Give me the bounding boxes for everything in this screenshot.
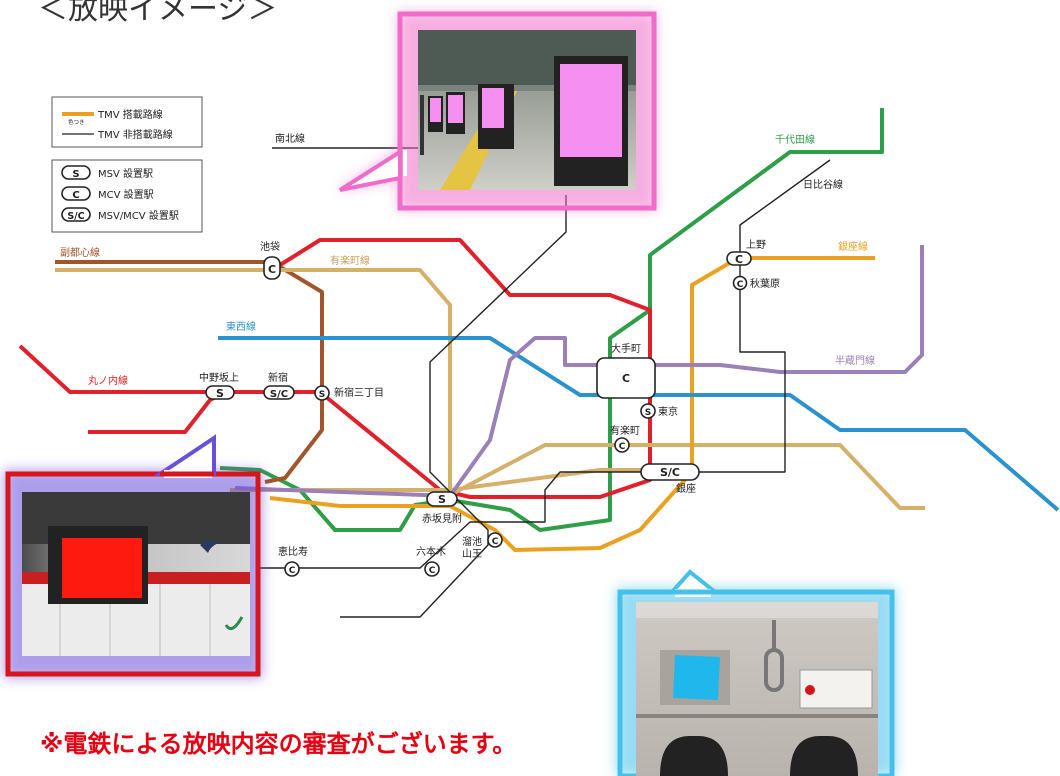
hibiya-line: [258, 159, 831, 569]
label-tameike-sanno-1: 溜池: [462, 535, 482, 548]
station-tameike-sanno-badge[interactable]: [487, 532, 503, 548]
label-tameike-sanno-2: 山王: [462, 548, 482, 560]
marunouchi-line-branch: [88, 390, 226, 434]
label-ikebukuro: 池袋: [260, 240, 280, 253]
label-chiyoda-line: 千代田線: [775, 133, 815, 146]
station-otemachi-badge[interactable]: [596, 357, 656, 399]
station-roppongi-mark: C: [429, 566, 436, 576]
station-ebisu-mark: C: [289, 566, 296, 576]
chiyoda-line: [219, 108, 884, 532]
station-nakanosakaue-badge[interactable]: [205, 385, 235, 400]
station-shinjuku-badge[interactable]: [263, 385, 295, 400]
station-tameike-sanno-mark: C: [492, 537, 499, 547]
blue-callout: [616, 569, 896, 776]
pink-callout: [335, 11, 657, 211]
station-tokyo-mark: S: [645, 408, 651, 418]
legend-lines-box: [51, 96, 203, 148]
label-ginza-line: 銀座線: [838, 240, 868, 253]
label-hibiya-line: 日比谷線: [803, 178, 843, 191]
station-otemachi-mark: C: [622, 372, 630, 385]
label-nakanosakaue: 中野坂上: [199, 371, 239, 384]
legend-s-mark: S: [72, 169, 79, 180]
legend-non-tmv-line: TMV 非搭載路線: [97, 128, 173, 141]
station-tokyo-badge[interactable]: [640, 403, 656, 419]
label-ginza: 銀座: [676, 482, 696, 495]
review-notice: ※電鉄による放映内容の審査がございます。: [40, 730, 517, 758]
train-photo: [636, 602, 878, 776]
station-roppongi-badge[interactable]: [424, 561, 440, 577]
namboku-line-main: [340, 195, 567, 618]
station-ginza-badge[interactable]: [640, 463, 700, 481]
ginza-line: [269, 256, 875, 552]
station-ueno-mark: C: [735, 253, 743, 266]
label-marunouchi-line: 丸ノ内線: [88, 374, 128, 387]
legend-msv-mcv: MSV/MCV 設置駅: [98, 209, 179, 222]
tozai-line: [218, 336, 1060, 512]
station-yurakucho-mark: C: [619, 442, 626, 452]
station-ikebukuro-badge[interactable]: [263, 256, 281, 280]
label-ueno: 上野: [746, 239, 766, 251]
label-yurakucho-line: 有楽町線: [330, 254, 370, 267]
station-yurakucho-badge[interactable]: [614, 437, 630, 453]
station-nakanosakaue-mark: S: [216, 387, 224, 400]
label-shinjuku: 新宿: [268, 371, 288, 384]
stations: C C C C S C S/C S S/C S S C C: [205, 251, 752, 577]
legend-sc-mark: S/C: [67, 211, 84, 222]
station-akasaka-mitsuke-badge[interactable]: [426, 491, 458, 507]
page-heading: ＜放映イメージ＞: [38, 0, 278, 27]
legend-c-mark: C: [72, 190, 79, 201]
label-akasaka-mitsuke: 赤坂見附: [422, 512, 462, 525]
label-roppongi: 六本木: [416, 545, 446, 558]
legend-mcv: MCV 設置駅: [98, 188, 154, 201]
station-ginza-mark: S/C: [660, 466, 680, 479]
red-callout: [4, 434, 262, 678]
station-ueno-badge[interactable]: [726, 251, 752, 266]
legend-tmv-sub: 色つき: [68, 118, 85, 126]
station-akihabara-badge[interactable]: [732, 275, 748, 291]
station-akasaka-mitsuke-mark: S: [438, 493, 446, 506]
fukutoshin-line: [55, 260, 324, 484]
wall-photo: [22, 492, 250, 656]
legend-msv: MSV 設置駅: [98, 167, 153, 180]
legend-tmv-line: TMV 搭載路線: [97, 108, 163, 121]
label-tozai-line: 東西線: [226, 320, 256, 333]
station-shinjuku-sanchome-badge[interactable]: [314, 385, 330, 401]
label-namboku-line: 南北線: [275, 132, 305, 145]
label-otemachi: 大手町: [611, 342, 641, 355]
legend: 色つき TMV 搭載路線 TMV 非搭載路線 S MSV 設置駅 C MCV 設…: [51, 96, 203, 233]
label-hanzomon-line: 半蔵門線: [835, 354, 875, 367]
hanzomon-line-west: [234, 486, 451, 498]
label-yurakucho: 有楽町: [610, 424, 640, 437]
station-shinjuku-mark: S/C: [270, 389, 288, 400]
marunouchi-line-west: [18, 344, 320, 394]
station-akihabara-mark: C: [737, 280, 744, 290]
label-akihabara: 秋葉原: [750, 277, 780, 290]
station-ebisu-badge[interactable]: [284, 561, 300, 577]
station-ikebukuro-mark: C: [268, 263, 276, 276]
label-tokyo: 東京: [658, 405, 678, 418]
hanzomon-line: [448, 245, 924, 498]
label-ebisu: 恵比寿: [278, 545, 308, 558]
platform-photo: [418, 30, 636, 190]
label-shinjuku-sanchome: 新宿三丁目: [334, 386, 384, 399]
marunouchi-line-main: [278, 238, 652, 499]
label-fukutoshin-line: 副都心線: [60, 246, 100, 259]
station-shinjuku-sanchome-mark: S: [319, 390, 325, 400]
